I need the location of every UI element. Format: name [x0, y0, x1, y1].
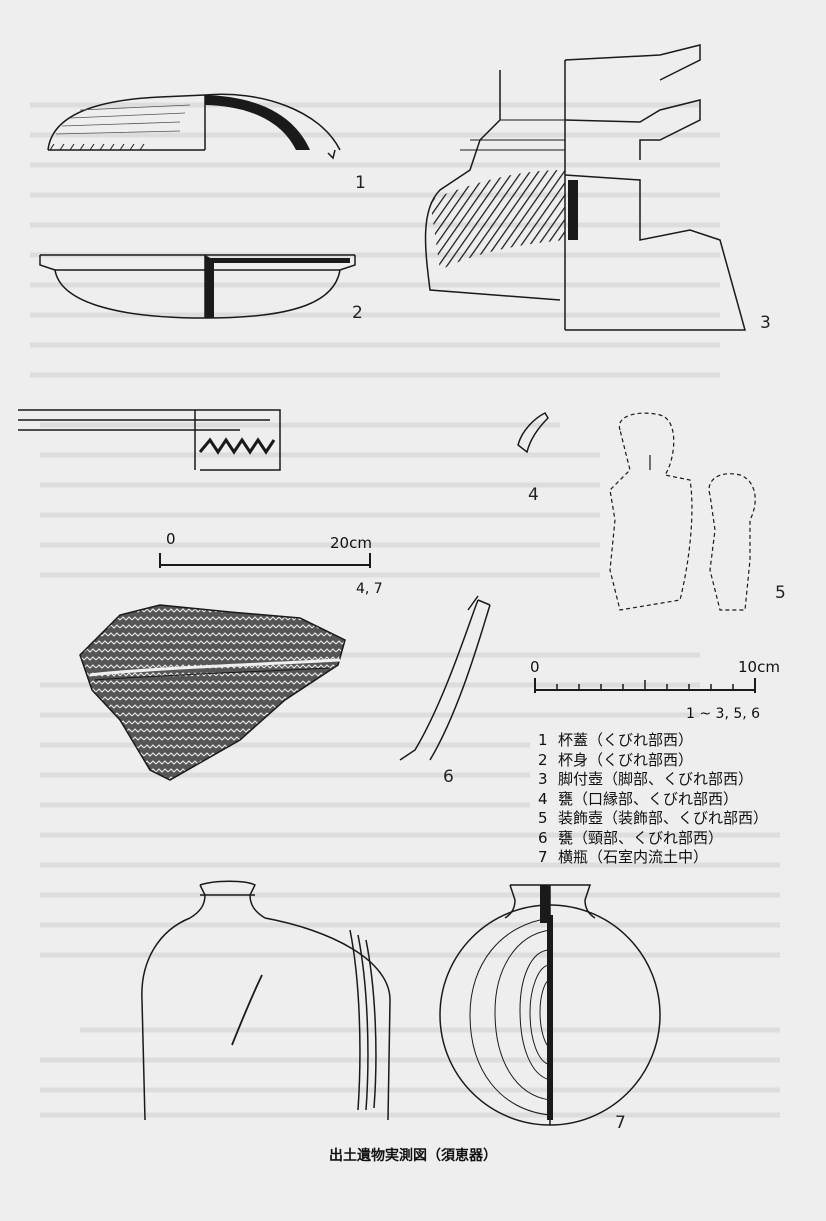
figure-number-1: 1	[355, 173, 366, 193]
textured-sherd	[79, 604, 346, 781]
vessel-2-cup	[39, 254, 356, 319]
figure-number-7: 7	[615, 1113, 626, 1133]
vessel-3-footed-jar	[424, 44, 746, 331]
vessel-rim-section	[18, 409, 281, 471]
scale-large-applies: 4, 7	[356, 581, 383, 597]
figure-number-2: 2	[352, 303, 363, 323]
scale-large-zero: 0	[166, 530, 176, 548]
vessel-1-lid	[47, 93, 341, 160]
vessel-5-decorative-fragments	[609, 412, 756, 611]
scale-small-applies: 1 ~ 3, 5, 6	[686, 706, 760, 722]
scale-small-zero: 0	[530, 658, 540, 676]
scale-bar-10cm	[534, 678, 756, 693]
vessel-6-neck	[399, 595, 491, 761]
vessel-7-flask-section	[439, 884, 661, 1126]
figure-caption: 出土遺物実測図（須恵器）	[329, 1148, 497, 1164]
figure-number-3: 3	[760, 313, 771, 333]
vessel-7-flask-elevation	[141, 880, 391, 1121]
scale-small-max: 10cm	[738, 658, 780, 676]
figure-number-4: 4	[528, 485, 539, 505]
scale-bar-20cm	[159, 553, 371, 568]
figure-number-5: 5	[775, 583, 786, 603]
figure-number-6: 6	[443, 767, 454, 787]
vessel-4-rim	[517, 412, 549, 454]
scale-large-max: 20cm	[330, 534, 372, 552]
